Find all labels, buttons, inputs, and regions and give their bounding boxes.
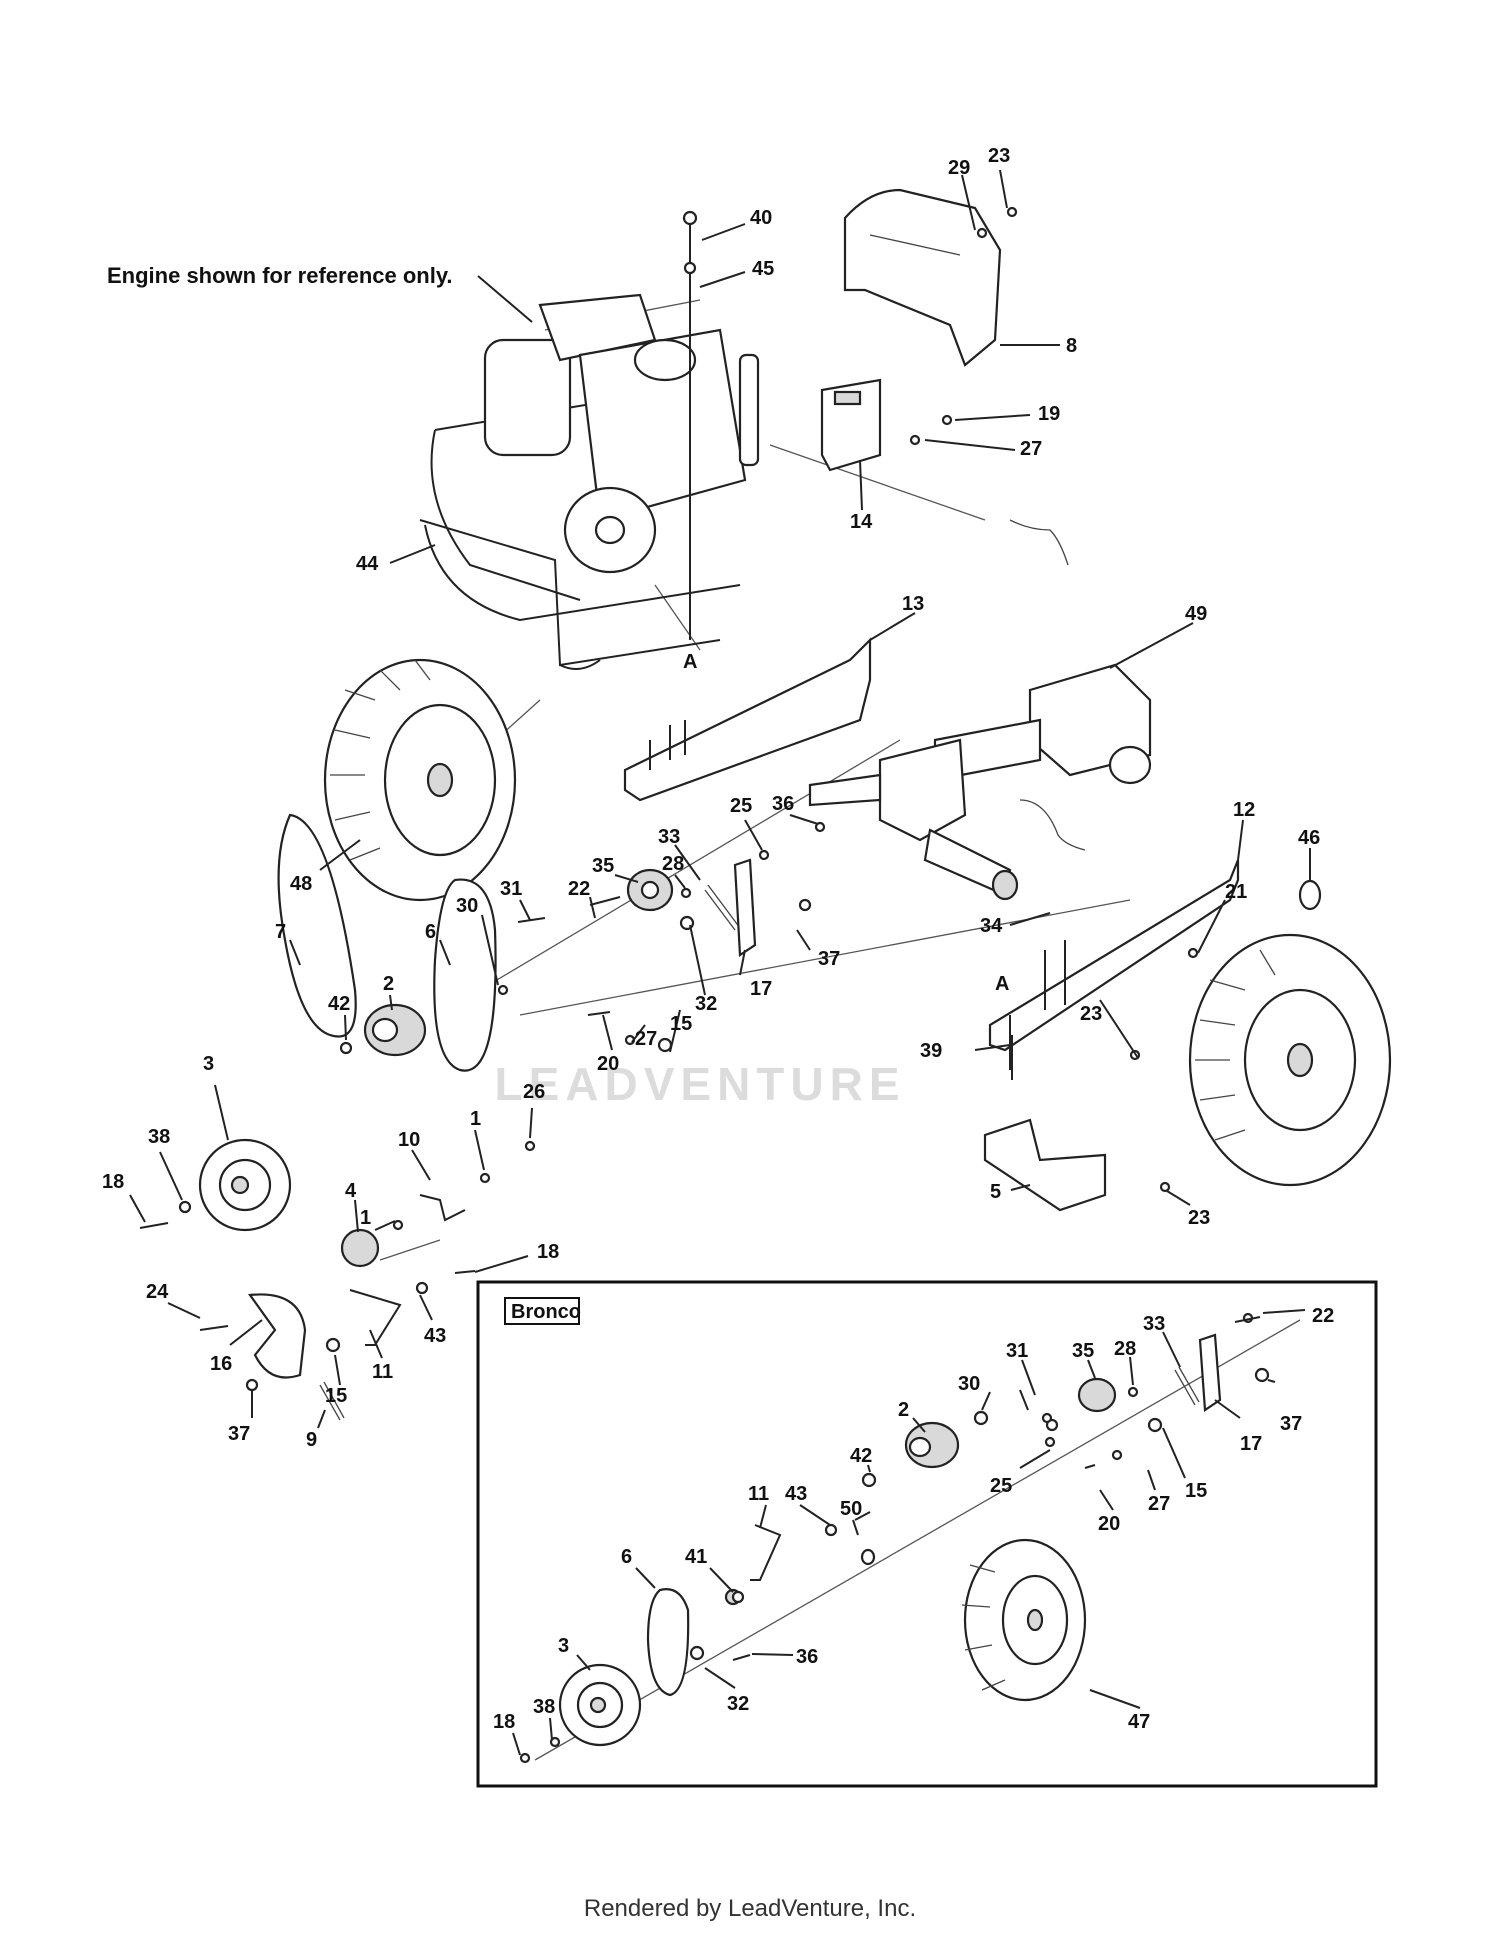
callout-8: 8 <box>1066 335 1077 357</box>
callout-3: 3 <box>203 1053 214 1075</box>
callout-40: 40 <box>750 207 772 229</box>
inset-callout-6: 6 <box>621 1546 632 1568</box>
callout-2: 2 <box>383 973 394 995</box>
callout-49: 49 <box>1185 603 1207 625</box>
callout-13: 13 <box>902 593 924 615</box>
callout-18: 18 <box>537 1241 559 1263</box>
inset-callout-41: 41 <box>685 1546 707 1568</box>
inset-callout-33: 33 <box>1143 1313 1165 1335</box>
callout-11: 11 <box>372 1361 393 1383</box>
callout-44: 44 <box>356 553 379 575</box>
inset-callout-17: 17 <box>1240 1433 1262 1455</box>
callout-38: 38 <box>148 1126 170 1148</box>
callout-39: 39 <box>920 1040 942 1062</box>
watermark-text: LEADVENTURE <box>494 1058 905 1110</box>
inset-callout-2: 2 <box>898 1399 909 1421</box>
callout-10: 10 <box>398 1129 420 1151</box>
callout-24: 24 <box>146 1281 169 1303</box>
main-callouts: 29 23 40 45 8 19 27 14 44 13 49 48 25 36… <box>102 145 1320 1451</box>
reference-marker-a2: A <box>995 973 1009 995</box>
callout-17: 17 <box>750 978 772 1000</box>
callout-33: 33 <box>658 826 680 848</box>
inset-callout-38: 38 <box>533 1696 555 1718</box>
callout-48: 48 <box>290 873 312 895</box>
inset-callout-43: 43 <box>785 1483 807 1505</box>
callout-31: 31 <box>500 878 522 900</box>
callout-23b: 23 <box>1080 1003 1102 1025</box>
bronco-inset: Bronco <box>476 1280 1378 1788</box>
callout-42: 42 <box>328 993 350 1015</box>
callout-9: 9 <box>306 1429 317 1451</box>
callout-20: 20 <box>597 1053 619 1075</box>
callout-32: 32 <box>695 993 717 1015</box>
callout-27: 27 <box>1020 438 1042 460</box>
inset-callout-47: 47 <box>1128 1711 1150 1733</box>
callout-5: 5 <box>990 1181 1001 1203</box>
inset-callout-37: 37 <box>1280 1413 1302 1435</box>
inset-callout-18: 18 <box>493 1711 515 1733</box>
callout-1: 1 <box>470 1108 481 1130</box>
callout-25: 25 <box>730 795 752 817</box>
inset-callout-22: 22 <box>1312 1305 1334 1327</box>
inset-title: Bronco <box>511 1301 581 1323</box>
callout-34: 34 <box>980 915 1003 937</box>
callout-1b: 1 <box>360 1207 371 1229</box>
inset-callout-35: 35 <box>1072 1340 1094 1362</box>
main-assembly-art <box>139 188 1392 1421</box>
callout-23: 23 <box>988 145 1010 167</box>
callout-43: 43 <box>424 1325 446 1347</box>
callout-7: 7 <box>275 921 286 943</box>
callout-15b: 15 <box>325 1385 347 1407</box>
callout-46: 46 <box>1298 827 1320 849</box>
callout-16: 16 <box>210 1353 232 1375</box>
callout-37b: 37 <box>228 1423 250 1445</box>
callout-18b: 18 <box>102 1171 124 1193</box>
inset-callout-28: 28 <box>1114 1338 1136 1360</box>
inset-callout-25: 25 <box>990 1475 1012 1497</box>
callout-23c: 23 <box>1188 1207 1210 1229</box>
inset-callout-32: 32 <box>727 1693 749 1715</box>
inset-callout-36: 36 <box>796 1646 818 1668</box>
inset-callout-31: 31 <box>1006 1340 1028 1362</box>
inset-callout-3: 3 <box>558 1635 569 1657</box>
callout-15: 15 <box>670 1013 692 1035</box>
callout-35: 35 <box>592 855 614 877</box>
callout-21: 21 <box>1225 881 1247 903</box>
callout-22: 22 <box>568 878 590 900</box>
engine-reference-note: Engine shown for reference only. <box>107 263 453 288</box>
callout-12: 12 <box>1233 799 1255 821</box>
callout-36: 36 <box>772 793 794 815</box>
inset-callout-15: 15 <box>1185 1480 1207 1502</box>
callout-19: 19 <box>1038 403 1060 425</box>
callout-26: 26 <box>523 1081 545 1103</box>
callout-28: 28 <box>662 853 684 875</box>
inset-callout-20: 20 <box>1098 1513 1120 1535</box>
inset-callout-27: 27 <box>1148 1493 1170 1515</box>
footer-credit: Rendered by LeadVenture, Inc. <box>583 1895 917 1922</box>
inset-callout-30: 30 <box>958 1373 980 1395</box>
callout-37: 37 <box>818 948 840 970</box>
inset-callout-42: 42 <box>850 1445 872 1467</box>
callout-4: 4 <box>345 1180 357 1202</box>
callout-45: 45 <box>752 258 774 280</box>
callout-6: 6 <box>425 921 436 943</box>
reference-marker-a1: A <box>683 651 697 673</box>
callout-30: 30 <box>456 895 478 917</box>
inset-callout-50: 50 <box>840 1498 862 1520</box>
callout-29: 29 <box>948 157 970 179</box>
inset-callout-11: 11 <box>748 1483 769 1505</box>
callout-27b: 27 <box>635 1028 657 1050</box>
callout-14: 14 <box>850 511 873 533</box>
